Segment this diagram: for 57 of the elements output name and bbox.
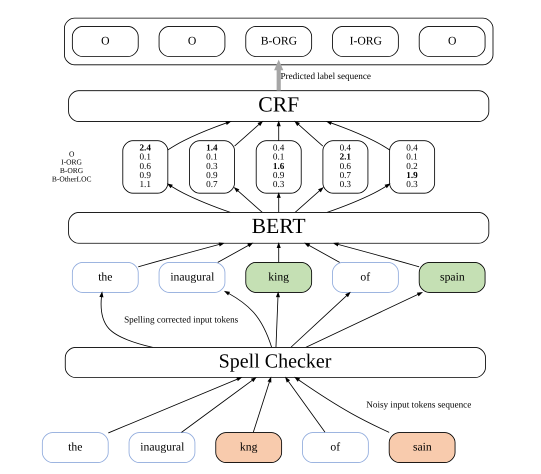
arrow (325, 121, 390, 150)
node-box: O (71, 26, 138, 57)
node-box: the (71, 262, 138, 293)
arrow (274, 60, 283, 91)
arrow (166, 183, 230, 213)
node-box: O (158, 26, 225, 57)
node-box: CRF (68, 90, 489, 122)
arrow (290, 292, 350, 348)
node-box: 1.4 0.1 0.3 0.9 0.7 (188, 140, 234, 194)
arrow (223, 290, 272, 348)
node-box: inaugural (128, 432, 195, 463)
node-box: the (41, 432, 108, 463)
node-box: king (244, 262, 312, 293)
node-box: kng (214, 432, 282, 463)
arrow (275, 291, 280, 348)
arrow (252, 376, 271, 433)
node-box: of (302, 432, 368, 463)
label: B-ORG (59, 166, 83, 175)
node-box: spain (418, 262, 485, 293)
node-box: O (418, 26, 485, 57)
node-box: sain (388, 432, 455, 463)
arrow (107, 377, 242, 434)
arrow (284, 376, 325, 433)
label: O (68, 149, 74, 158)
node-box: 2.4 0.1 0.6 0.9 1.1 (122, 140, 168, 194)
node-box: Spell Checker (64, 347, 486, 378)
arrow (294, 187, 324, 213)
arrow (234, 120, 263, 146)
node-box: inaugural (158, 262, 225, 293)
cluster (64, 18, 493, 66)
edge-label: Predicted label sequence (280, 70, 370, 81)
node-box: of (332, 262, 398, 293)
label: B-OtherLOC (51, 174, 91, 184)
arrow (276, 192, 280, 213)
arrow (276, 242, 280, 263)
arrow (180, 377, 256, 433)
arrow (98, 291, 153, 348)
arrow (216, 242, 253, 263)
arrow (137, 242, 224, 268)
node-box: I-ORG (332, 26, 398, 57)
arrow (304, 242, 340, 263)
label: Spelling corrected input tokens (124, 314, 238, 324)
arrow (294, 120, 323, 146)
node-box: 0.4 0.1 1.6 0.9 0.3 (255, 140, 302, 194)
arrow (326, 183, 390, 213)
node-box: B-ORG (244, 26, 312, 57)
arrow (304, 292, 422, 348)
arrow (166, 121, 232, 150)
node-box: BERT (68, 212, 489, 244)
node-box: 0.4 2.1 0.6 0.7 0.3 (322, 140, 368, 194)
label: I-ORG (60, 158, 82, 167)
arrow (276, 120, 280, 142)
label: Noisy input tokens sequence (366, 399, 471, 410)
node-box: 0.4 0.1 0.2 1.9 0.3 (388, 140, 435, 194)
arrow (332, 242, 420, 268)
arrow (294, 376, 390, 433)
arrow (233, 187, 262, 213)
